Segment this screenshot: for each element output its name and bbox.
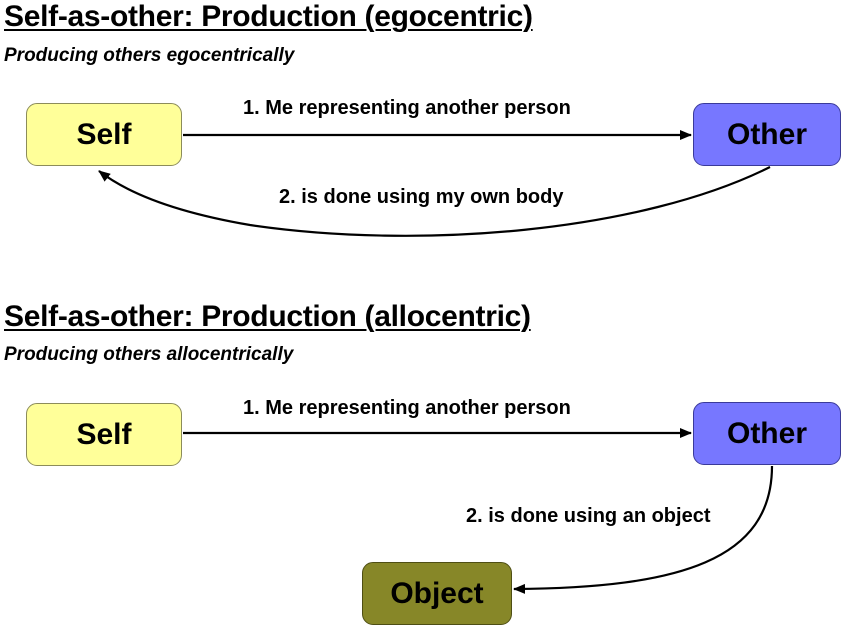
arrow-other-to-object-allocentric [513, 465, 774, 594]
edge-label-other-to-self-egocentric: 2. is done using my own body [279, 186, 564, 208]
edge-label-self-to-other-allocentric: 1. Me representing another person [243, 397, 571, 419]
self-node-egocentric: Self [26, 103, 182, 166]
edge-label-other-to-object-allocentric: 2. is done using an object [466, 505, 711, 527]
section-title-egocentric: Self-as-other: Production (egocentric) [4, 0, 533, 33]
self-node-allocentric: Self [26, 403, 182, 466]
section-title-allocentric: Self-as-other: Production (allocentric) [4, 300, 531, 333]
section-subtitle-allocentric: Producing others allocentrically [4, 344, 294, 365]
arrow-other-to-self-egocentric [98, 166, 771, 237]
edge-label-self-to-other-egocentric: 1. Me representing another person [243, 97, 571, 119]
object-node-allocentric: Object [362, 562, 512, 625]
other-node-allocentric: Other [693, 402, 841, 465]
other-node-egocentric: Other [693, 103, 841, 166]
section-subtitle-egocentric: Producing others egocentrically [4, 45, 295, 66]
